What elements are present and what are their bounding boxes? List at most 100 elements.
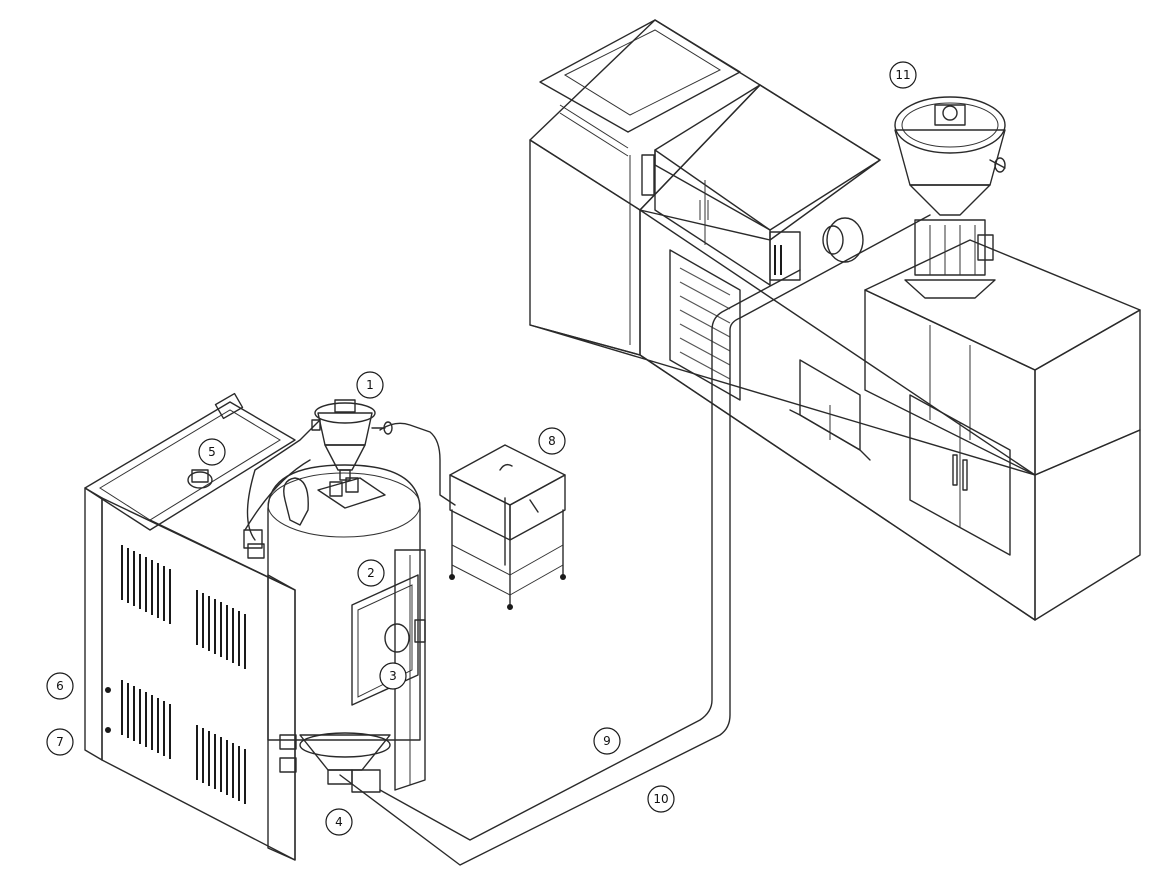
- vent-grille-lower-right: [196, 725, 246, 804]
- cabinet-top-edge: [149, 519, 296, 591]
- callout-4-label: 4: [335, 815, 343, 829]
- material-stand: [449, 444, 566, 610]
- stand-box-side: [509, 474, 566, 541]
- dryer-cabinet: [84, 392, 297, 861]
- cabinet-slot: [559, 104, 629, 149]
- loader1-cone: [324, 444, 366, 471]
- return-hose-2: [244, 459, 311, 531]
- drying-hopper: [267, 464, 426, 793]
- loader1-lid: [314, 402, 376, 424]
- cabinet-front-panel: [101, 497, 296, 861]
- nozzle-fins: [774, 245, 782, 275]
- barrel-end: [826, 217, 864, 263]
- callout-2: 2: [357, 559, 385, 587]
- top-fitting-1: [329, 481, 343, 497]
- stand-brace-1: [451, 564, 511, 596]
- hopper-shoulder: [267, 472, 421, 538]
- hopper-stand-right: [394, 549, 426, 791]
- machine-base: [529, 324, 1141, 621]
- filter-housing: [187, 471, 213, 489]
- nozzle-block: [769, 231, 801, 281]
- stand-brace-4: [509, 544, 564, 576]
- cabinet-top-inner: [539, 19, 741, 133]
- fitting-lower: [279, 757, 297, 773]
- callout-8: 8: [538, 427, 566, 455]
- stand-brace-2: [509, 564, 564, 596]
- loader1-body: [317, 412, 373, 446]
- cabinet-panel: [563, 29, 722, 116]
- fitting-top-2: [247, 543, 265, 559]
- callout-9-label: 9: [603, 734, 611, 748]
- stand-label-mark: [529, 499, 539, 513]
- loader-cone: [909, 184, 991, 216]
- material-discharge: [351, 769, 381, 793]
- stand-caster-1: [449, 574, 455, 580]
- callout-11: 11: [889, 61, 917, 89]
- discharge-flange: [327, 769, 353, 785]
- callout-9: 9: [593, 727, 621, 755]
- stand-box-front: [449, 474, 511, 541]
- loader-lid: [894, 96, 1006, 154]
- loader1-motor: [334, 399, 356, 413]
- injection-molding-machine: [529, 19, 1141, 621]
- clamp-front: [654, 149, 771, 286]
- callout-3-label: 3: [389, 669, 397, 683]
- hopper-body: [267, 464, 421, 741]
- indicator-light-power: [105, 687, 111, 693]
- hopper-loader-1: [311, 399, 393, 481]
- hot-air-inlet: [283, 477, 309, 526]
- fitting-top: [243, 529, 263, 549]
- loader-lid-inner: [901, 102, 999, 148]
- conveying-pipes: [244, 214, 931, 866]
- callout-5-label: 5: [208, 445, 216, 459]
- stand-lid-handle: [499, 463, 513, 471]
- indicator-light-heater: [105, 727, 111, 733]
- pipe-10: [339, 214, 931, 866]
- injection-side: [1034, 309, 1141, 476]
- vent-grille-upper-right: [196, 590, 246, 669]
- sight-glass-latch: [414, 619, 426, 643]
- callout-10-label: 10: [653, 792, 668, 806]
- stand-caster-2: [507, 604, 513, 610]
- loader-valve: [977, 234, 994, 261]
- loader-inlet: [989, 159, 1006, 169]
- callout-6-label: 6: [56, 679, 64, 693]
- loader-motor: [934, 104, 966, 126]
- hopper-top-plate: [317, 477, 386, 509]
- stand-caster-3: [560, 574, 566, 580]
- hopper-cone-rim: [299, 732, 391, 758]
- cabinet-front: [529, 139, 641, 356]
- cabinet-top-rim: [99, 409, 281, 521]
- filter-neck: [191, 469, 209, 483]
- callout-11-label: 11: [895, 68, 910, 82]
- callout-3: 3: [379, 662, 407, 690]
- stand-top: [449, 444, 566, 506]
- loader-motor-cap: [942, 105, 958, 121]
- callout-8-label: 8: [548, 434, 556, 448]
- sight-glass: [384, 623, 410, 653]
- barrel-flange: [822, 225, 844, 255]
- pipe-8-link: [379, 422, 456, 506]
- cabinet-front-edge: [267, 574, 296, 861]
- base-vent-panel: [669, 249, 741, 401]
- callout-10: 10: [647, 785, 675, 813]
- callout-1: 1: [356, 371, 384, 399]
- stand-brace-3: [451, 544, 511, 576]
- cabinet-top-panel: [84, 401, 296, 531]
- clamp-latch: [641, 154, 655, 196]
- return-hose: [246, 419, 321, 541]
- callout-2-label: 2: [367, 566, 375, 580]
- hopper-loader-11: [894, 96, 1006, 299]
- base-vent-slots: [679, 267, 731, 380]
- pipe-9: [379, 269, 801, 841]
- lower-door-handle-2: [962, 459, 968, 491]
- sight-glass-door: [351, 574, 419, 706]
- cabinet-top: [529, 19, 761, 211]
- vent-grille-upper-left: [121, 545, 171, 624]
- callout-4: 4: [325, 808, 353, 836]
- injection-front: [864, 289, 1036, 476]
- loader-inlet-end: [994, 157, 1006, 173]
- injection-top: [864, 239, 1141, 371]
- fitting-upper: [279, 734, 297, 750]
